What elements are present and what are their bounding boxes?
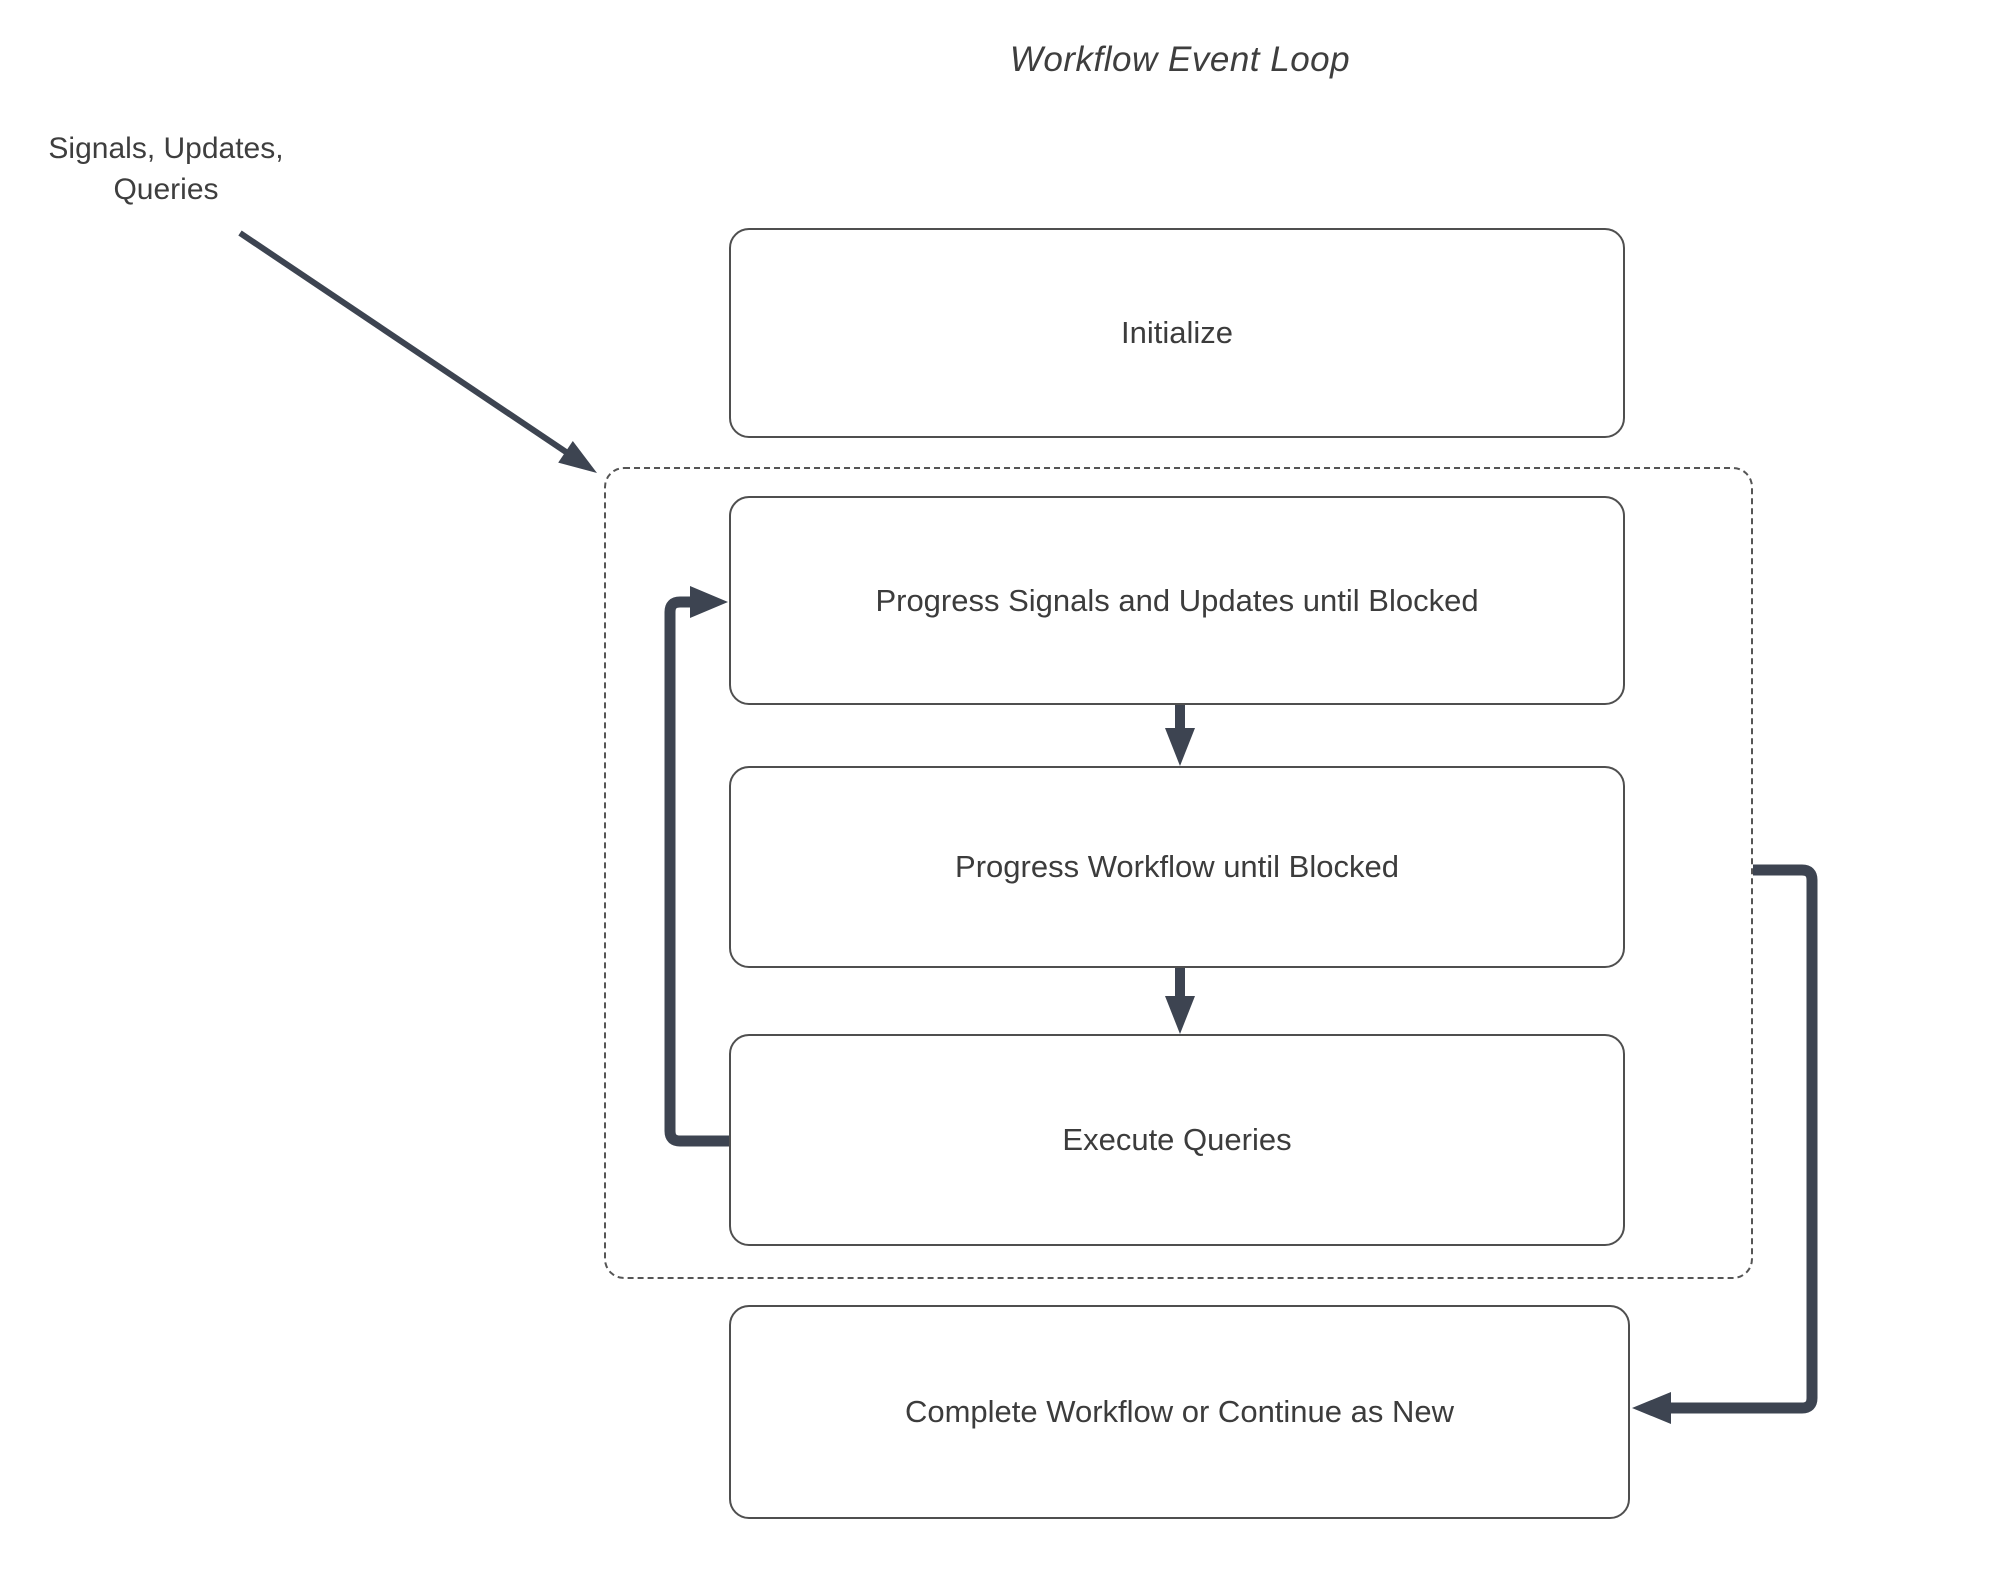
node-progress-workflow: Progress Workflow until Blocked (729, 766, 1625, 968)
node-execute-queries-label: Execute Queries (1062, 1122, 1292, 1157)
node-execute-queries: Execute Queries (729, 1034, 1625, 1246)
external-input-label: Signals, Updates, Queries (20, 128, 312, 210)
external-input-label-line2: Queries (113, 173, 219, 206)
node-initialize-label: Initialize (1121, 315, 1233, 350)
page-title: Workflow Event Loop (1009, 40, 1351, 79)
node-progress-workflow-label: Progress Workflow until Blocked (955, 849, 1399, 884)
node-complete-workflow: Complete Workflow or Continue as New (729, 1305, 1630, 1519)
node-initialize: Initialize (729, 228, 1625, 438)
arrow-signals-to-group (238, 230, 597, 473)
external-input-label-line1: Signals, Updates, (48, 132, 284, 165)
node-progress-signals-updates-label: Progress Signals and Updates until Block… (875, 582, 1479, 618)
node-complete-workflow-label: Complete Workflow or Continue as New (904, 1394, 1455, 1429)
node-progress-signals-updates: Progress Signals and Updates until Block… (729, 496, 1625, 705)
